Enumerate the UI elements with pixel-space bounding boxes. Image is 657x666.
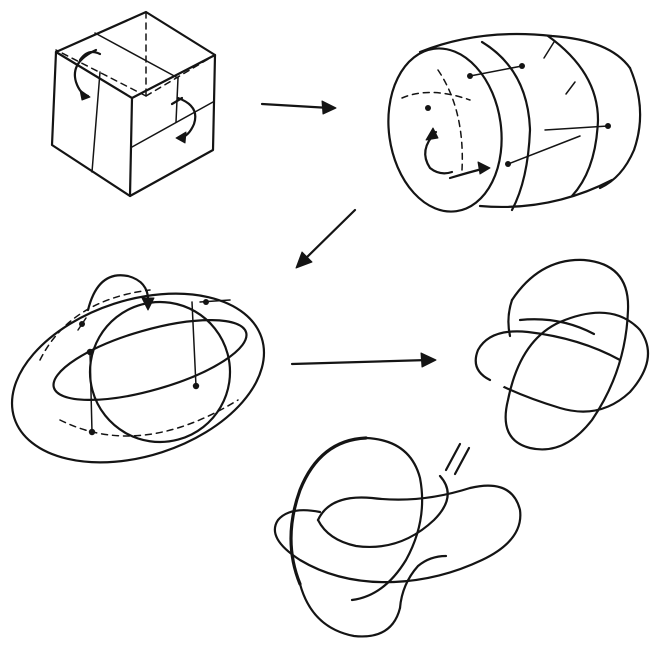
cube-left-face-line [92,72,100,172]
small-arrow [544,42,554,58]
gluing-point [203,299,209,305]
gluing-point [467,73,473,79]
cube-panel [52,12,215,196]
knot-strand [318,486,520,582]
cylinder-division [548,36,598,196]
arrowhead-icon [426,128,438,140]
cube-right-face-line [132,102,213,147]
arrowhead-icon [80,90,90,100]
gluing-point [193,383,199,389]
arrow-icon [292,353,436,367]
gluing-segment [90,352,92,432]
cylinder-hidden-edge [402,92,470,100]
cylinder-hidden-edge [438,70,462,170]
gluing-point [519,63,525,69]
arrowhead-icon [176,132,186,143]
gluing-point [79,321,85,327]
arrowhead-icon [478,162,490,174]
cube-top-midline [95,33,178,78]
curved-arrow-icon [75,50,96,96]
gluing-point [605,123,611,129]
arrow-icon [296,210,355,268]
gluing-point [87,349,93,355]
small-arrow [566,82,575,94]
gluing-point [505,161,511,167]
ellipse-panel [0,264,286,493]
cylinder-bottom-edge [480,180,612,207]
gluing-point [425,105,431,111]
knot-strand [300,584,400,636]
equivalence-mark [446,444,469,474]
knot-panel-equivalent [275,438,520,636]
knot-strand [490,313,648,412]
knot-panel [476,260,648,450]
arrow-icon [262,101,336,114]
curved-arrow-icon [178,98,195,138]
cube-hidden-edge [56,50,146,96]
gluing-segment [192,302,196,386]
knot-strand [400,556,446,608]
cylinder-panel [378,34,640,219]
cylinder-end-left [378,41,512,219]
gluing-arrow [508,136,580,164]
tilted-ellipse [64,276,255,467]
gluing-point [89,429,95,435]
knot-strand [476,331,620,380]
